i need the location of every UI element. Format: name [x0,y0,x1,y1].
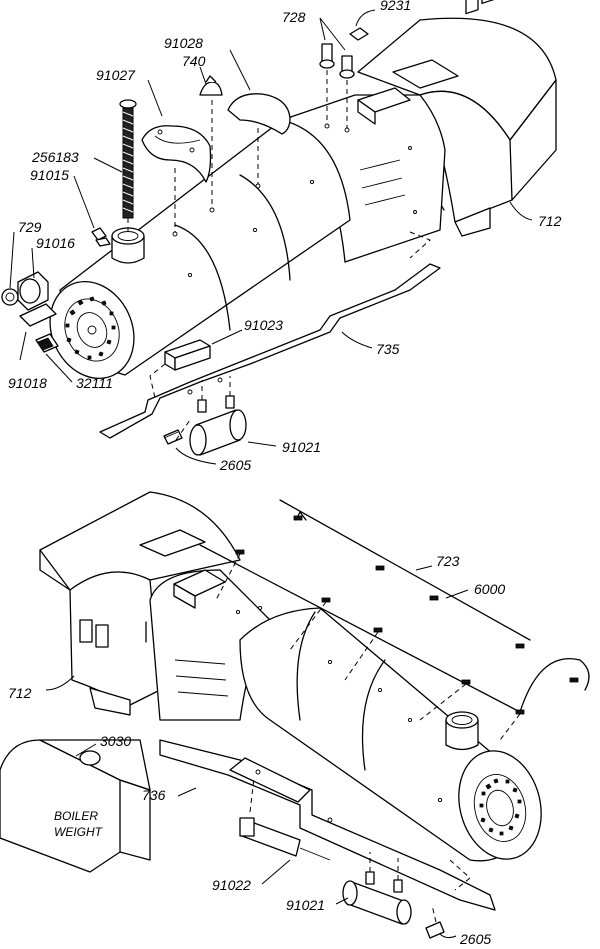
cylinder-91021-bottom [342,852,412,925]
boiler-weight-text-line2: WEIGHT [54,825,104,839]
label-91022: 91022 [212,877,251,893]
bell-740 [199,75,223,213]
label-2605-top: 2605 [219,457,251,473]
firebox-top [281,87,446,263]
label-9231: 9231 [380,0,411,13]
smokestack-bottom [445,711,479,751]
label-736: 736 [142,787,166,803]
screw-2605-top [163,419,191,445]
label-723: 723 [436,553,460,569]
smokestack-top [91,227,145,264]
label-91015: 91015 [30,167,69,183]
label-91016: 91016 [36,235,75,251]
label-728: 728 [282,9,306,25]
boiler-weight-3030: BOILER WEIGHT [0,739,151,873]
label-91023: 91023 [244,317,283,333]
label-91028: 91028 [164,35,203,51]
handrail-723 [199,499,590,741]
label-712-bottom: 712 [8,685,32,701]
label-712-top: 712 [538,213,562,229]
label-735: 735 [376,341,400,357]
label-91027: 91027 [96,67,136,83]
label-91021-top: 91021 [282,439,321,455]
label-32111: 32111 [76,375,113,391]
dome-91028 [227,93,291,189]
label-729: 729 [18,219,42,235]
boiler-bottom [239,607,542,862]
screw-2605-bottom [425,904,445,939]
rod-256183 [119,99,137,236]
frame-735 [99,231,441,439]
bottom-locomotive-assembly: BOILER WEIGHT 723 [0,491,590,947]
dome-91027 [141,125,212,237]
box-91023 [149,339,211,399]
cab-712-top [357,0,557,237]
label-6000: 6000 [474,581,505,597]
top-callouts: 728 9231 91028 91027 740 256183 91015 72… [8,0,562,473]
cab-712-bottom [39,491,241,716]
label-256183: 256183 [31,149,79,165]
label-3030: 3030 [100,733,131,749]
frame-736 [159,739,496,911]
cylinder-91021-top [189,376,247,456]
label-91018: 91018 [8,375,47,391]
valves-728 [319,27,369,133]
boiler-top [49,119,351,380]
label-740: 740 [182,53,206,69]
label-2605-bottom: 2605 [459,931,491,947]
part-91022 [239,777,331,861]
label-91021-bottom: 91021 [286,897,325,913]
headlight-parts [1,271,59,353]
firebox-bottom [149,569,271,721]
bottom-callouts: 723 6000 712 3030 736 91022 91021 2605 [8,553,505,947]
boiler-weight-text-line1: BOILER [54,809,98,823]
top-locomotive-assembly: 728 9231 91028 91027 740 256183 91015 72… [1,0,562,473]
